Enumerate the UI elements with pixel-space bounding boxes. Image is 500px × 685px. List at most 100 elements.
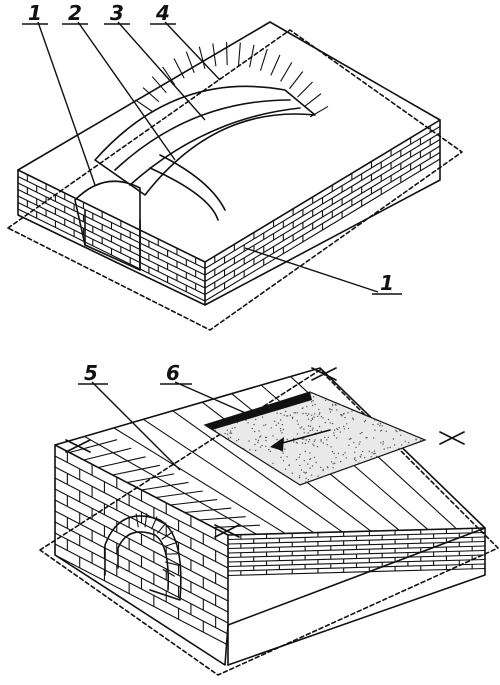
stipple-dot xyxy=(258,430,260,432)
stipple-dot xyxy=(281,423,284,426)
stipple-dot xyxy=(261,444,263,447)
stipple-dot xyxy=(310,420,312,422)
stipple-dot xyxy=(316,446,319,448)
dark-flue-slot xyxy=(205,392,312,430)
stipple-dot xyxy=(318,413,320,415)
top-left-brick-courses xyxy=(17,174,206,302)
arch-brick xyxy=(259,48,268,71)
stipple-dot xyxy=(320,440,322,442)
arch-brick xyxy=(304,93,322,108)
stipple-dot xyxy=(276,412,278,414)
stipple-dot xyxy=(254,449,257,452)
stipple-dot xyxy=(296,412,298,414)
corner-x-marks xyxy=(65,367,465,538)
stipple-dot xyxy=(329,408,331,410)
stipple-dot xyxy=(270,427,272,429)
stipple-dot xyxy=(348,444,350,446)
stipple-dot xyxy=(327,436,329,438)
stipple-dot xyxy=(329,411,331,413)
top-right-brick-courses xyxy=(204,125,441,302)
stipple-dot xyxy=(331,422,334,425)
top-vault-arch xyxy=(94,85,316,196)
stipple-dot xyxy=(375,455,378,458)
stipple-dot xyxy=(322,417,324,419)
stipple-dot xyxy=(269,450,272,453)
arch-brick xyxy=(237,42,241,66)
top-joint-line xyxy=(155,490,203,499)
stipple-dot xyxy=(303,460,305,462)
arch-brick xyxy=(151,76,167,94)
leader-line-1-top xyxy=(37,21,96,186)
bottom-right-face-edge xyxy=(227,527,486,666)
arch-brick xyxy=(297,81,313,98)
stipple-dot xyxy=(301,426,303,428)
stipple-dot xyxy=(265,424,267,426)
stipple-dot xyxy=(243,447,245,450)
stipple-dot xyxy=(227,437,230,439)
stipple-dot xyxy=(309,458,312,460)
stipple-dot xyxy=(340,460,342,463)
top-joint-line xyxy=(141,481,189,491)
direction-arrowhead xyxy=(270,437,284,451)
label-5: 5 xyxy=(84,361,98,385)
stipple-dot xyxy=(293,412,295,414)
stipple-dot xyxy=(372,423,374,426)
stipple-dot xyxy=(296,420,298,422)
stipple-dot xyxy=(277,422,280,424)
top-opening-jambs xyxy=(84,209,141,271)
stipple-dot xyxy=(340,404,342,406)
bottom-right-brick-courses xyxy=(227,528,486,577)
stipple-dot xyxy=(309,429,311,432)
stipple-dot xyxy=(313,445,315,447)
stipple-dot xyxy=(396,430,398,433)
stipple-dot xyxy=(286,456,288,458)
arch-brick xyxy=(280,62,293,82)
stipple-dot xyxy=(363,421,366,423)
stipple-dot xyxy=(415,438,417,440)
stipple-dot xyxy=(325,399,327,401)
brick-course-line xyxy=(54,554,229,646)
arch-brick xyxy=(212,43,217,67)
stipple-dot xyxy=(272,462,274,465)
label-1-right: 1 xyxy=(380,271,394,295)
stipple-dot xyxy=(307,418,310,420)
stipple-dot xyxy=(383,448,385,450)
stipple-dot xyxy=(307,425,310,427)
stipple-dot xyxy=(374,419,376,421)
arch-brick xyxy=(289,71,304,90)
label-6: 6 xyxy=(166,361,180,385)
stipple-dot xyxy=(399,430,401,432)
stipple-dot xyxy=(314,413,316,415)
stipple-dot xyxy=(294,412,297,414)
stipple-dot xyxy=(330,446,332,448)
stipple-dot xyxy=(317,415,319,418)
stipple-dot xyxy=(344,416,346,419)
leader-line-2 xyxy=(77,21,176,161)
stipple-dot xyxy=(335,457,337,459)
top-stone-foundation xyxy=(7,29,463,331)
stipple-dot xyxy=(295,458,298,461)
stipple-dot xyxy=(301,438,304,440)
top-joint-line xyxy=(126,473,175,484)
bottom-arch-voussoirs xyxy=(135,513,180,577)
stipple-dot xyxy=(331,409,333,411)
stipple-dot xyxy=(280,430,282,432)
leader-line-5 xyxy=(91,381,181,471)
stipple-dot xyxy=(346,423,348,425)
stipple-dot xyxy=(351,410,353,412)
stipple-dot xyxy=(344,452,346,454)
stipple-dot xyxy=(336,409,338,411)
stipple-dot xyxy=(254,430,256,433)
stipple-dot xyxy=(234,427,236,429)
stipple-dot xyxy=(354,451,356,453)
stipple-dot xyxy=(298,456,300,458)
top-joint-line xyxy=(112,464,160,476)
label-1-top: 1 xyxy=(28,1,42,25)
stipple-dot xyxy=(319,412,321,414)
stipple-dot xyxy=(324,422,327,424)
stipple-dot xyxy=(255,418,257,421)
stipple-dot xyxy=(298,475,301,477)
stipple-dot xyxy=(359,432,361,435)
top-joint-line xyxy=(98,456,146,469)
stipple-dot xyxy=(392,438,395,440)
